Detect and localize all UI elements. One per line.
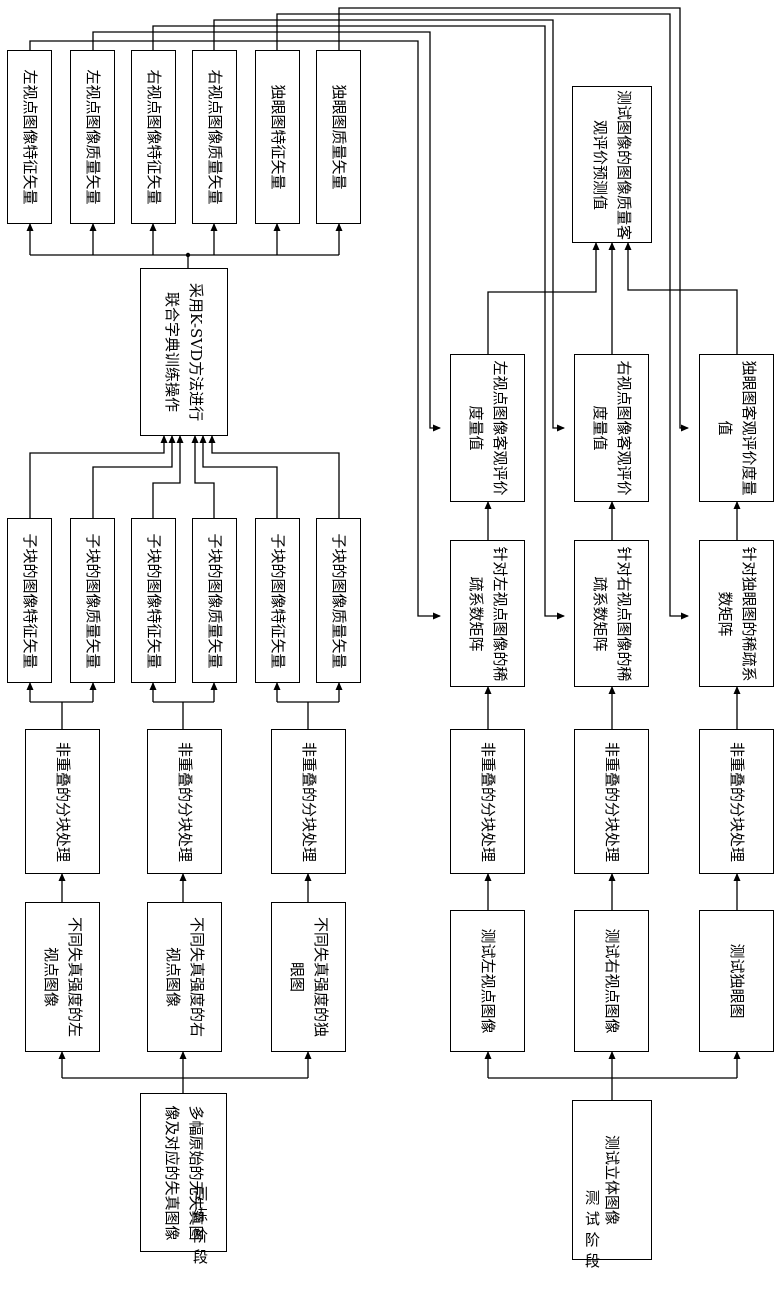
test-block-right-box: 非重叠的分块处理	[574, 729, 649, 874]
sub-quality-right-label: 子块的图像质量矢量	[205, 532, 224, 668]
sparse-right-label: 针对右视点图像的稀疏系数矩阵	[590, 545, 633, 681]
test-source-label: 测试立体图像	[603, 1134, 621, 1225]
distorted-cyclopean-label: 不同失真强度的独眼图	[287, 916, 330, 1037]
test-block-left-box: 非重叠的分块处理	[450, 729, 525, 874]
sub-quality-cyclopean-box: 子块的图像质量矢量	[316, 518, 361, 683]
dict-cyclopean-quality-label: 独眼图质量矢量	[329, 84, 348, 190]
dict-left-feature-label: 左视点图像特征矢量	[20, 69, 39, 205]
test-block-left-label: 非重叠的分块处理	[478, 741, 497, 862]
objective-cyclopean-box: 独眼图客观评价度量值	[699, 354, 774, 502]
objective-right-label: 右视点图像客观评价度量值	[590, 360, 633, 496]
train-block-right-box: 非重叠的分块处理	[147, 729, 222, 874]
sparse-left-label: 针对左视点图像的稀疏系数矩阵	[466, 545, 509, 681]
train-block-right-label: 非重叠的分块处理	[175, 741, 194, 862]
train-block-cyclopean-box: 非重叠的分块处理	[271, 729, 346, 874]
objective-right-box: 右视点图像客观评价度量值	[574, 354, 649, 502]
distorted-cyclopean-box: 不同失真强度的独眼图	[271, 902, 346, 1052]
test-cyclopean-image-label: 测试独眼图	[727, 943, 746, 1019]
dict-cyclopean-feature-box: 独眼图特征矢量	[255, 50, 300, 224]
sparse-cyclopean-box: 针对独眼图的稀疏系数矩阵	[699, 540, 774, 687]
final-prediction-box: 测试图像的图像质量客观评价预测值	[572, 86, 652, 243]
dict-right-quality-box: 右视点图像质量矢量	[192, 50, 237, 224]
ksvd-training-label: 采用K-SVD方法进行联合字典训练操作	[163, 282, 205, 422]
objective-left-box: 左视点图像客观评价度量值	[450, 354, 525, 502]
sub-quality-right-box: 子块的图像质量矢量	[192, 518, 237, 683]
dict-cyclopean-quality-box: 独眼图质量矢量	[316, 50, 361, 224]
final-prediction-label: 测试图像的图像质量客观评价预测值	[591, 89, 633, 240]
test-block-right-label: 非重叠的分块处理	[602, 741, 621, 862]
train-block-cyclopean-label: 非重叠的分块处理	[299, 741, 318, 862]
test-left-image-label: 测试左视点图像	[478, 928, 497, 1034]
train-block-left-box: 非重叠的分块处理	[25, 729, 100, 874]
dict-right-feature-label: 右视点图像特征矢量	[144, 69, 163, 205]
train-block-left-label: 非重叠的分块处理	[53, 741, 72, 862]
test-block-cyclopean-label: 非重叠的分块处理	[727, 741, 746, 862]
dict-cyclopean-feature-label: 独眼图特征矢量	[268, 84, 287, 190]
sub-feature-left-label: 子块的图像特征矢量	[20, 532, 39, 668]
sub-feature-right-box: 子块的图像特征矢量	[131, 518, 176, 683]
sub-quality-left-box: 子块的图像质量矢量	[70, 518, 115, 683]
ksvd-training-box: 采用K-SVD方法进行联合字典训练操作	[140, 268, 228, 436]
distorted-right-label: 不同失真强度的右视点图像	[163, 916, 206, 1037]
distorted-right-box: 不同失真强度的右视点图像	[147, 902, 222, 1052]
dict-right-feature-box: 右视点图像特征矢量	[131, 50, 176, 224]
objective-left-label: 左视点图像客观评价度量值	[466, 360, 509, 496]
sparse-left-box: 针对左视点图像的稀疏系数矩阵	[450, 540, 525, 687]
test-left-image-box: 测试左视点图像	[450, 910, 525, 1052]
training-source-box: 多幅原始的无失真图像及对应的失真图像	[140, 1093, 227, 1252]
test-block-cyclopean-box: 非重叠的分块处理	[699, 729, 774, 874]
sub-feature-cyclopean-box: 子块的图像特征矢量	[255, 518, 300, 683]
objective-cyclopean-label: 独眼图客观评价度量值	[715, 360, 758, 496]
test-cyclopean-image-box: 测试独眼图	[699, 910, 774, 1052]
sub-quality-left-label: 子块的图像质量矢量	[83, 532, 102, 668]
sparse-right-box: 针对右视点图像的稀疏系数矩阵	[574, 540, 649, 687]
training-stage-label: 训练阶段	[191, 1186, 209, 1270]
dict-left-quality-label: 左视点图像质量矢量	[83, 69, 102, 205]
test-right-image-label: 测试右视点图像	[602, 928, 621, 1034]
sub-feature-cyclopean-label: 子块的图像特征矢量	[268, 532, 287, 668]
dict-left-feature-box: 左视点图像特征矢量	[7, 50, 52, 224]
sub-feature-right-label: 子块的图像特征矢量	[144, 532, 163, 668]
sub-quality-cyclopean-label: 子块的图像质量矢量	[329, 532, 348, 668]
test-source-box: 测试立体图像	[572, 1100, 652, 1260]
distorted-left-label: 不同失真强度的左视点图像	[41, 916, 84, 1037]
testing-stage-label: 测试阶段	[583, 1190, 601, 1274]
sparse-cyclopean-label: 针对独眼图的稀疏系数矩阵	[715, 545, 758, 681]
sub-feature-left-box: 子块的图像特征矢量	[7, 518, 52, 683]
test-right-image-box: 测试右视点图像	[574, 910, 649, 1052]
dict-right-quality-label: 右视点图像质量矢量	[205, 69, 224, 205]
dict-left-quality-box: 左视点图像质量矢量	[70, 50, 115, 224]
distorted-left-box: 不同失真强度的左视点图像	[25, 902, 100, 1052]
